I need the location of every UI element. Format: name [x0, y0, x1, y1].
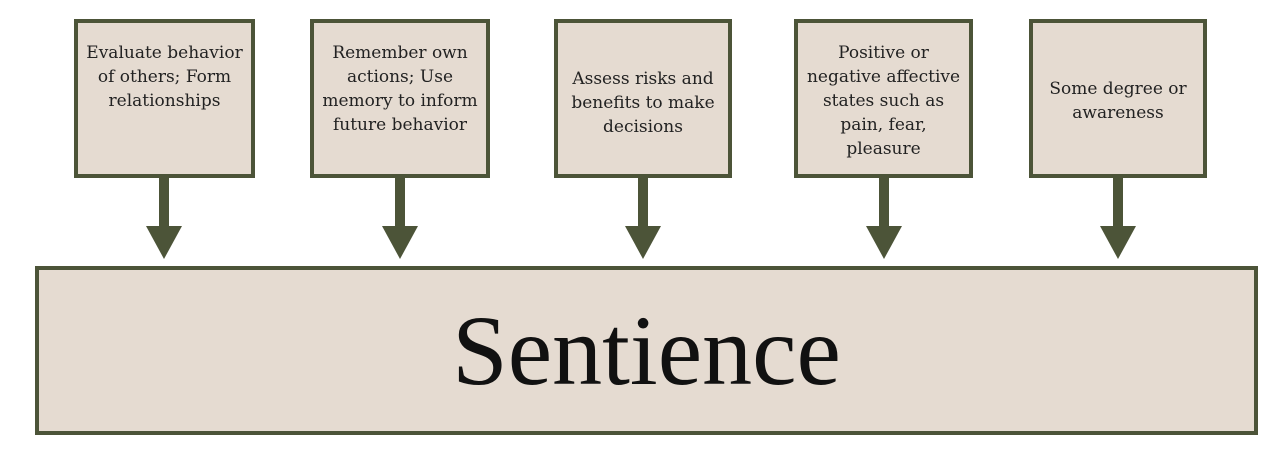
- trait-box-awareness: Some degree or awareness: [1029, 19, 1207, 178]
- arrow-down-icon: [1100, 178, 1136, 259]
- arrow-down-icon: [146, 178, 182, 259]
- trait-label: Remember own actions; Use memory to info…: [322, 43, 478, 135]
- trait-box-affective-states: Positive or negative affective states su…: [794, 19, 973, 178]
- trait-box-memory: Remember own actions; Use memory to info…: [310, 19, 490, 178]
- trait-label: Positive or negative affective states su…: [806, 43, 961, 159]
- arrow-down-icon: [625, 178, 661, 259]
- trait-label: Assess risks and benefits to make decisi…: [571, 69, 715, 137]
- sentience-label: Sentience: [452, 295, 841, 406]
- trait-label: Some degree or awareness: [1049, 79, 1187, 123]
- trait-label: Evaluate behavior of others; Form relati…: [86, 43, 243, 111]
- trait-box-social: Evaluate behavior of others; Form relati…: [74, 19, 255, 178]
- trait-box-decisions: Assess risks and benefits to make decisi…: [554, 19, 732, 178]
- arrow-down-icon: [382, 178, 418, 259]
- sentience-box: Sentience: [35, 266, 1258, 435]
- arrow-down-icon: [866, 178, 902, 259]
